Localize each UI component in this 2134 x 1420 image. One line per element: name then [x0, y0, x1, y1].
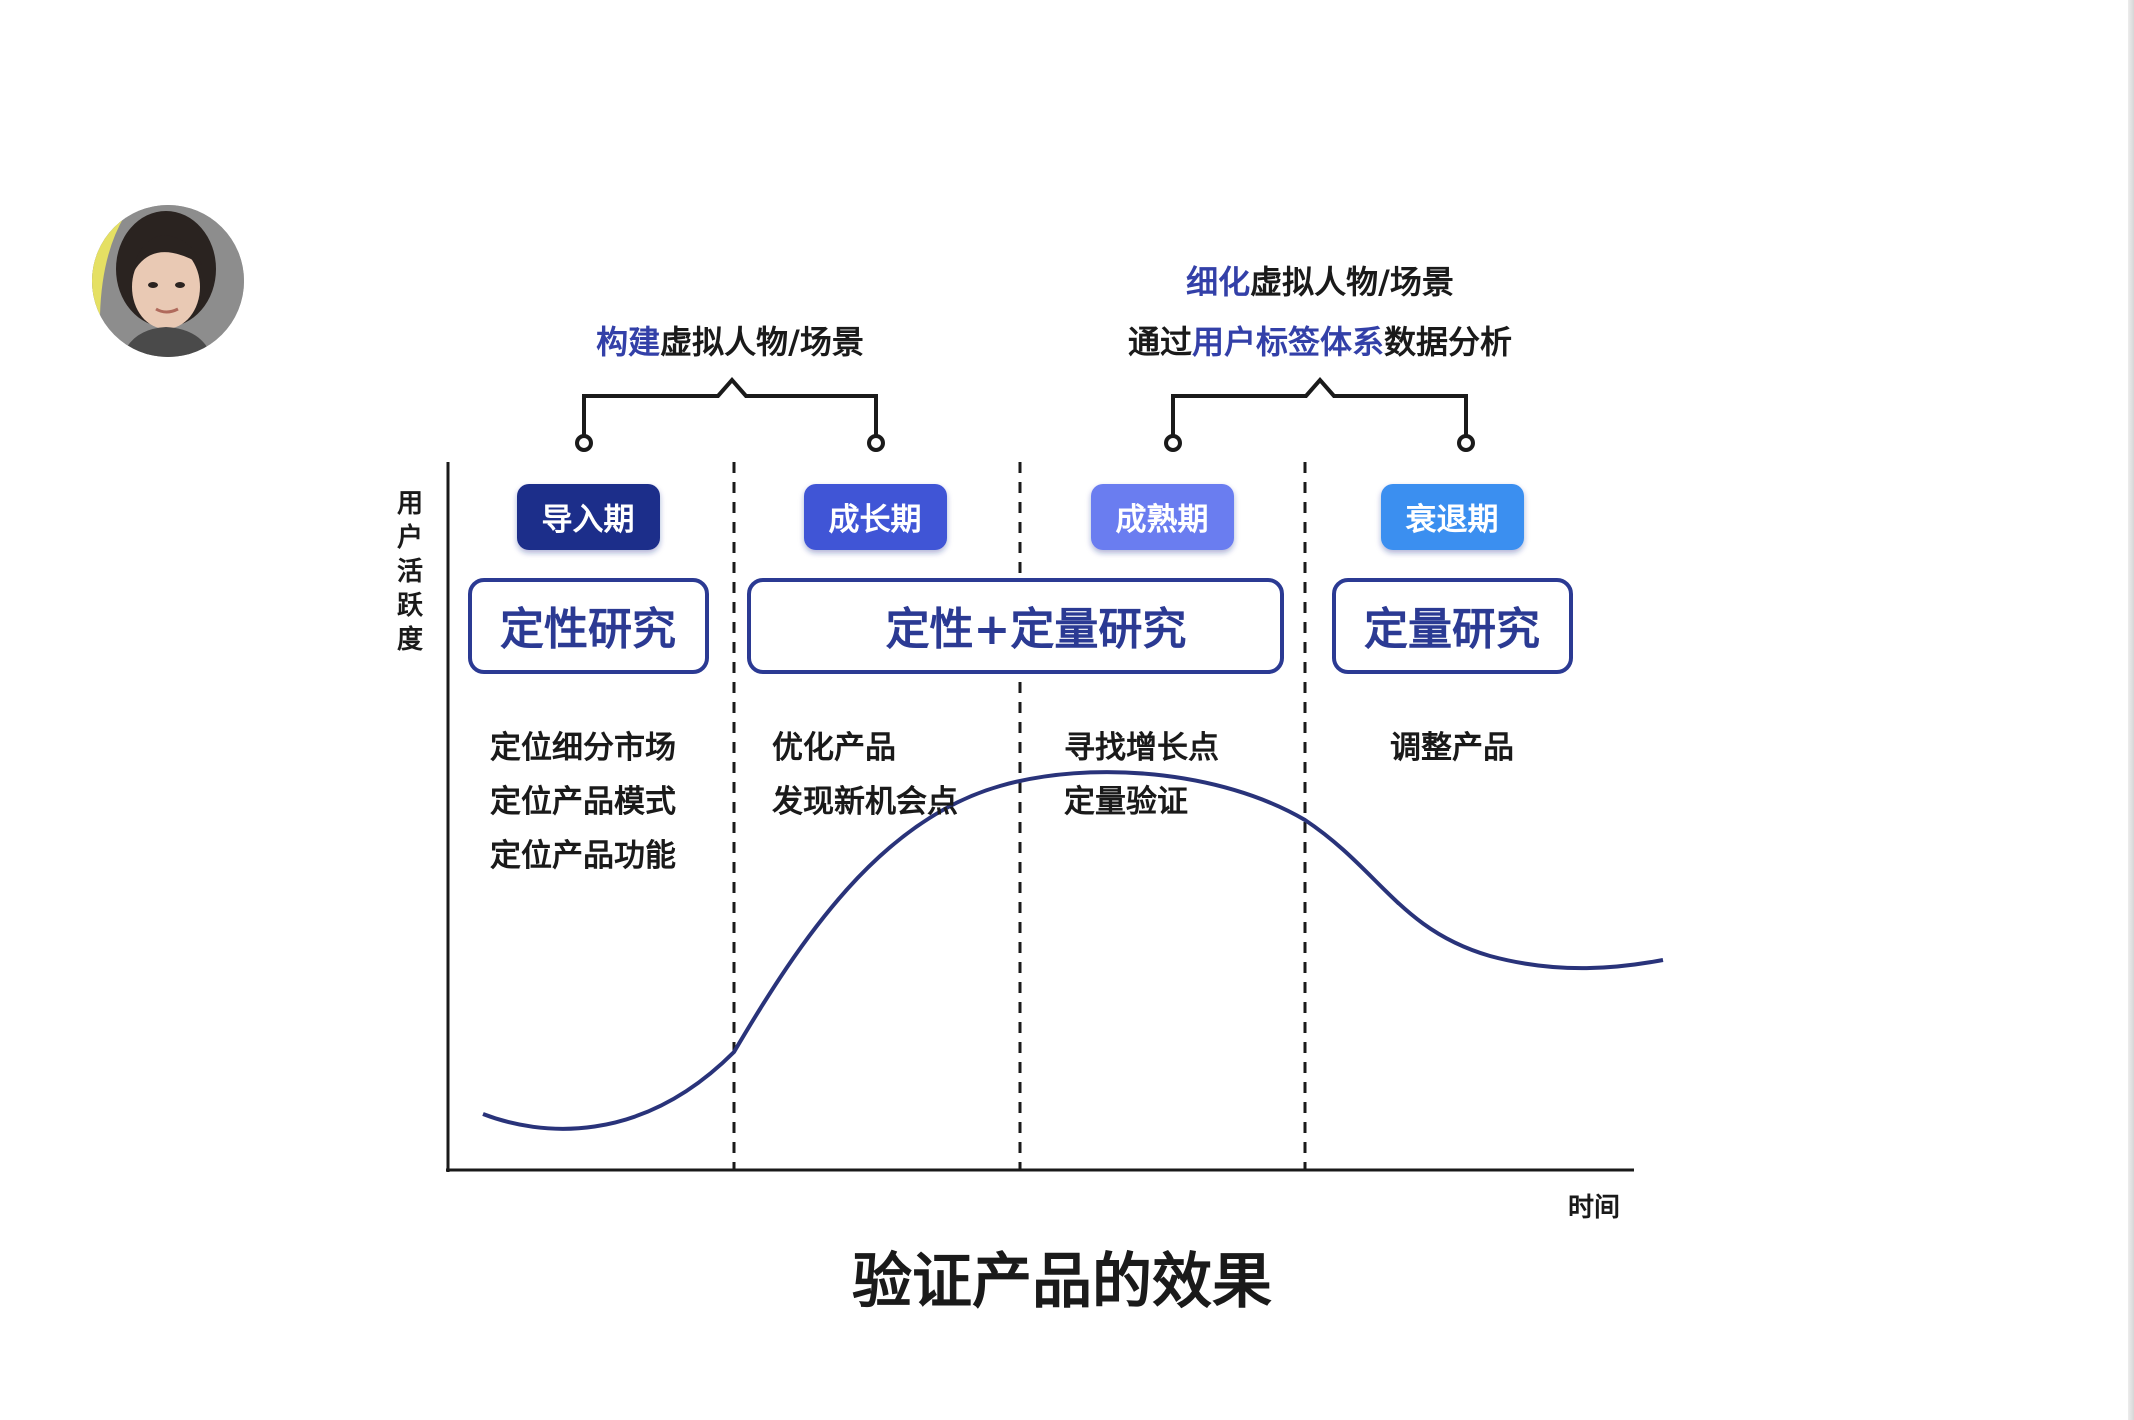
- stage-note: 定位产品功能: [490, 838, 676, 874]
- user-activity-curve: [482, 770, 1664, 1131]
- annotation-right-line2: 通过用户标签体系数据分析: [1128, 323, 1512, 361]
- y-axis-label-char: 度: [397, 624, 423, 655]
- stage-pill-growth: 成长期: [804, 484, 947, 550]
- research-box-label: 定性研究: [500, 604, 676, 655]
- stage-pill-decline: 衰退期: [1381, 484, 1524, 550]
- stage-note: 定位细分市场: [490, 730, 676, 766]
- research-box-frame: [468, 578, 709, 674]
- bracket-left: [575, 376, 885, 452]
- stage-note: 发现新机会点: [771, 784, 958, 820]
- window-edge: [2128, 0, 2134, 1420]
- presenter-avatar: [92, 205, 244, 357]
- y-axis-label-char: 活: [397, 557, 423, 587]
- research-box-qualitative: 定性研究: [468, 578, 709, 674]
- annotation-right-line2-accent: 用户标签体系: [1192, 323, 1384, 361]
- person-avatar-icon: [92, 205, 244, 357]
- stage-note: 定量验证: [1064, 784, 1188, 820]
- stage-note: 定位产品模式: [490, 784, 676, 820]
- stage-pill-bg: [1091, 484, 1234, 550]
- x-axis-label: 时间: [1568, 1193, 1620, 1223]
- stage-pill-bg: [804, 484, 947, 550]
- stage-pill-bg: [517, 484, 660, 550]
- stage-pill-label: 衰退期: [1406, 502, 1499, 538]
- research-box-mixed: 定性+定量研究: [747, 578, 1284, 674]
- bracket-right: [1164, 376, 1475, 452]
- stage-note: 优化产品: [772, 730, 896, 766]
- research-box-label: 定性+定量研究: [886, 604, 1187, 655]
- y-axis-label-char: 户: [397, 522, 423, 553]
- y-axis-label-char: 用: [397, 489, 423, 519]
- stage-notes: 定位细分市场 定位产品模式 定位产品功能 优化产品 发现新机会点 寻找增长点 定…: [490, 730, 1514, 874]
- annotation-right-line1-accent: 细化: [1186, 263, 1250, 301]
- stage-pill-label: 导入期: [542, 502, 635, 538]
- y-axis-label-char: 跃: [397, 591, 424, 621]
- page-title: 验证产品的效果: [852, 1247, 1272, 1317]
- stage-pill-label: 成长期: [829, 502, 922, 538]
- annotation-right-line2-pre: 通过: [1128, 323, 1192, 361]
- research-box-frame: [1332, 578, 1573, 674]
- annotation-left-rest: 虚拟人物/场景: [660, 323, 864, 361]
- annotation-left: 构建虚拟人物/场景: [596, 323, 864, 361]
- annotation-left-accent: 构建: [596, 323, 660, 361]
- annotation-right-line2-post: 数据分析: [1384, 323, 1512, 361]
- stage-pill-bg: [1381, 484, 1524, 550]
- annotation-right-line1: 细化虚拟人物/场景: [1186, 263, 1454, 301]
- research-box-frame: [747, 578, 1284, 674]
- stage-pill-label: 成熟期: [1116, 502, 1209, 538]
- stage-note: 寻找增长点: [1064, 730, 1219, 766]
- stage-note: 调整产品: [1390, 730, 1514, 766]
- research-box-quantitative: 定量研究: [1332, 578, 1573, 674]
- research-box-label: 定量研究: [1364, 604, 1540, 655]
- annotation-right-line1-rest: 虚拟人物/场景: [1250, 263, 1454, 301]
- stage-pill-maturity: 成熟期: [1091, 484, 1234, 550]
- stage-pill-intro: 导入期: [517, 484, 660, 550]
